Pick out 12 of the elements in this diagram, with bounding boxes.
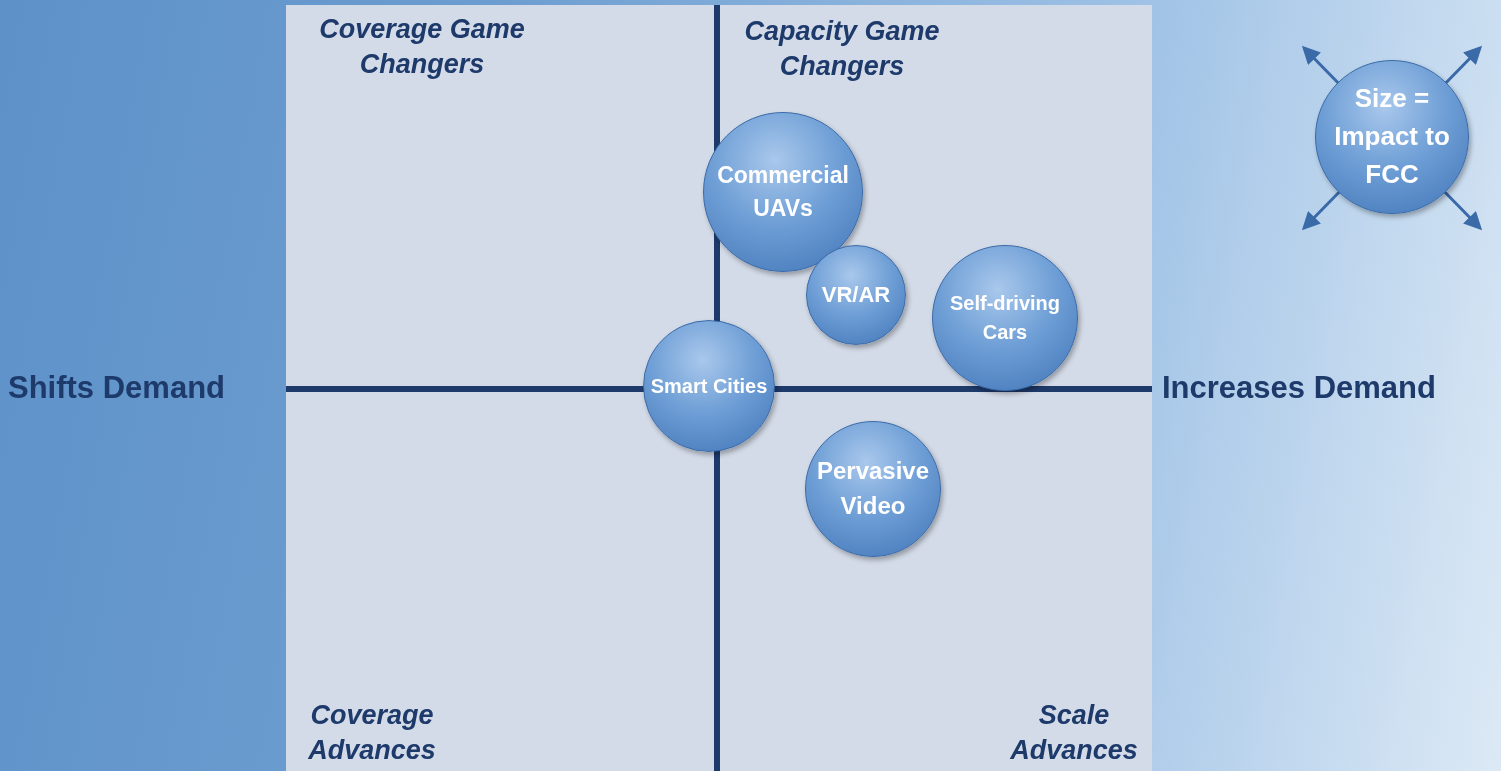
bubble-label: Smart Cities (649, 373, 769, 399)
quadrant-label: Scale Advances (1009, 699, 1139, 768)
axis-label: Shifts Demand (8, 369, 227, 407)
axis-label: Increases Demand (1162, 369, 1437, 407)
bubble-label: VR/AR (820, 281, 892, 310)
quadrant-label: Capacity Game Changers (743, 15, 941, 84)
bubble-label: Pervasive Video (815, 456, 931, 521)
quadrant-label: Coverage Game Changers (318, 13, 526, 82)
bubble-label: Self-driving Cars (949, 291, 1061, 345)
bubble-label: Size = Impact to FCC (1333, 82, 1451, 191)
quadrant-label: Coverage Advances (307, 699, 437, 768)
bubble-label: Commercial UAVs (716, 160, 850, 223)
